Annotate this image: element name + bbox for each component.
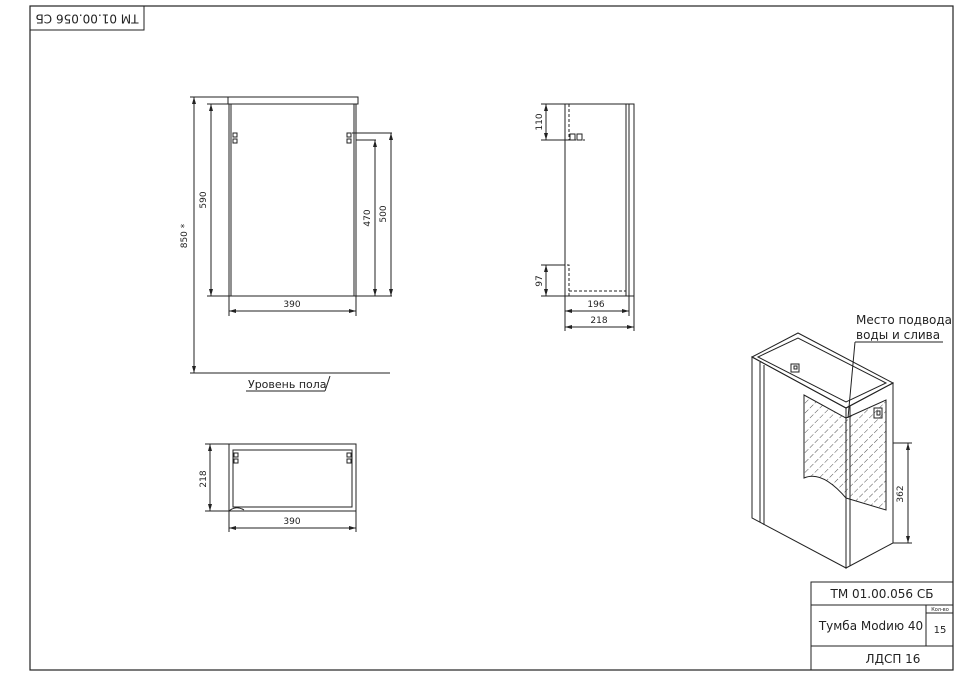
dim-body-height: 590 bbox=[199, 191, 209, 208]
dim-side-bottom-gap: 97 bbox=[535, 275, 545, 286]
front-view bbox=[190, 96, 392, 392]
dim-plan-width: 390 bbox=[283, 517, 300, 527]
title-block-qty: 15 bbox=[934, 625, 947, 636]
title-block bbox=[810, 581, 954, 671]
sheet-frame bbox=[29, 5, 954, 671]
dim-door-outer: 500 bbox=[379, 205, 389, 222]
corner-code-box: TM 01.00.056 СБ bbox=[29, 5, 145, 31]
iso-arrows bbox=[906, 443, 910, 543]
dim-side-depth-outer: 218 bbox=[590, 316, 607, 326]
dim-side-depth-inner: 196 bbox=[587, 300, 604, 310]
dim-door-inner: 470 bbox=[363, 209, 373, 226]
front-view-arrows bbox=[192, 97, 393, 373]
title-block-name: Тумба Modию 40 bbox=[818, 619, 923, 633]
side-view-arrows bbox=[544, 104, 634, 329]
dim-front-width: 390 bbox=[283, 300, 300, 310]
side-view bbox=[541, 103, 635, 331]
dim-plan-depth: 218 bbox=[199, 470, 209, 487]
title-block-qty-header: Кол-во bbox=[931, 607, 949, 613]
dim-iso-height: 362 bbox=[896, 485, 906, 502]
floor-label: Уровень пола bbox=[248, 378, 327, 391]
title-block-material: ЛДСП 16 bbox=[866, 652, 921, 666]
plan-view-arrows bbox=[208, 444, 356, 530]
plan-view bbox=[205, 443, 357, 532]
iso-view bbox=[750, 332, 943, 569]
corner-code-text: TM 01.00.056 СБ bbox=[36, 12, 140, 26]
dim-total-height: 850 * bbox=[180, 223, 190, 248]
note-line2: воды и слива bbox=[856, 328, 940, 342]
title-block-code: TM 01.00.056 СБ bbox=[830, 587, 934, 601]
note-line1: Место подвода bbox=[856, 313, 952, 327]
dim-side-top-gap: 110 bbox=[535, 113, 545, 130]
